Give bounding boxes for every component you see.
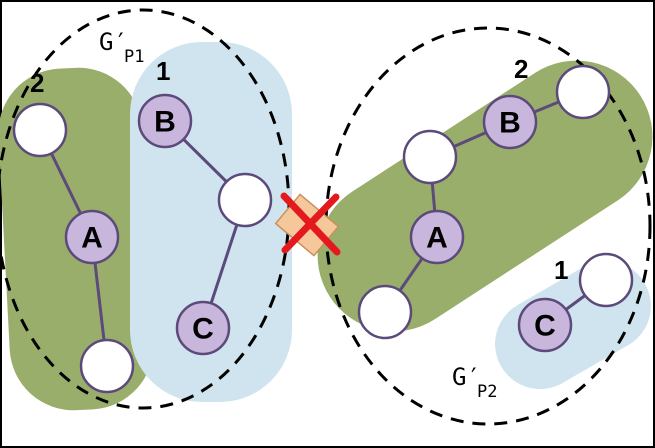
p1-node-blank	[79, 338, 135, 394]
p1-group-1-number: 1	[156, 56, 170, 86]
p1-node-a-label: A	[81, 222, 103, 255]
p1-group-2-number: 2	[30, 68, 44, 98]
p2-node-blank	[555, 64, 611, 120]
p2-group-1-number: 1	[554, 255, 568, 285]
p2-node-a	[409, 209, 465, 265]
p1-node-blank	[217, 172, 273, 228]
p2-node-b-label: B	[499, 107, 521, 140]
p2-group-2-number: 2	[514, 54, 528, 84]
p1-graph-label: G′ P1	[99, 28, 144, 67]
p2-group-2-region	[317, 60, 653, 332]
p2-node-blank	[578, 252, 634, 308]
p2-node-blank	[357, 284, 413, 340]
p1-node-b-label: B	[154, 106, 176, 139]
svg-text:P1: P1	[124, 47, 144, 67]
p2-node-b	[482, 94, 538, 150]
svg-text:G′: G′	[99, 28, 128, 56]
p2-node-c	[517, 297, 573, 353]
p2-node-a-label: A	[426, 222, 448, 255]
p1-node-b	[137, 93, 193, 149]
p1-node-a	[64, 209, 120, 265]
p1-node-c-label: C	[192, 313, 214, 346]
p2-node-blank	[402, 129, 458, 185]
svg-text:G′: G′	[452, 363, 481, 391]
p2-node-c-label: C	[534, 310, 556, 343]
red-x-cross-icon	[274, 192, 341, 257]
svg-text:P2: P2	[477, 382, 497, 402]
p2-graph-label: G′ P2	[452, 363, 497, 402]
p1-node-blank	[12, 102, 68, 158]
p1-node-c	[175, 300, 231, 356]
p2-boundary	[324, 26, 652, 426]
